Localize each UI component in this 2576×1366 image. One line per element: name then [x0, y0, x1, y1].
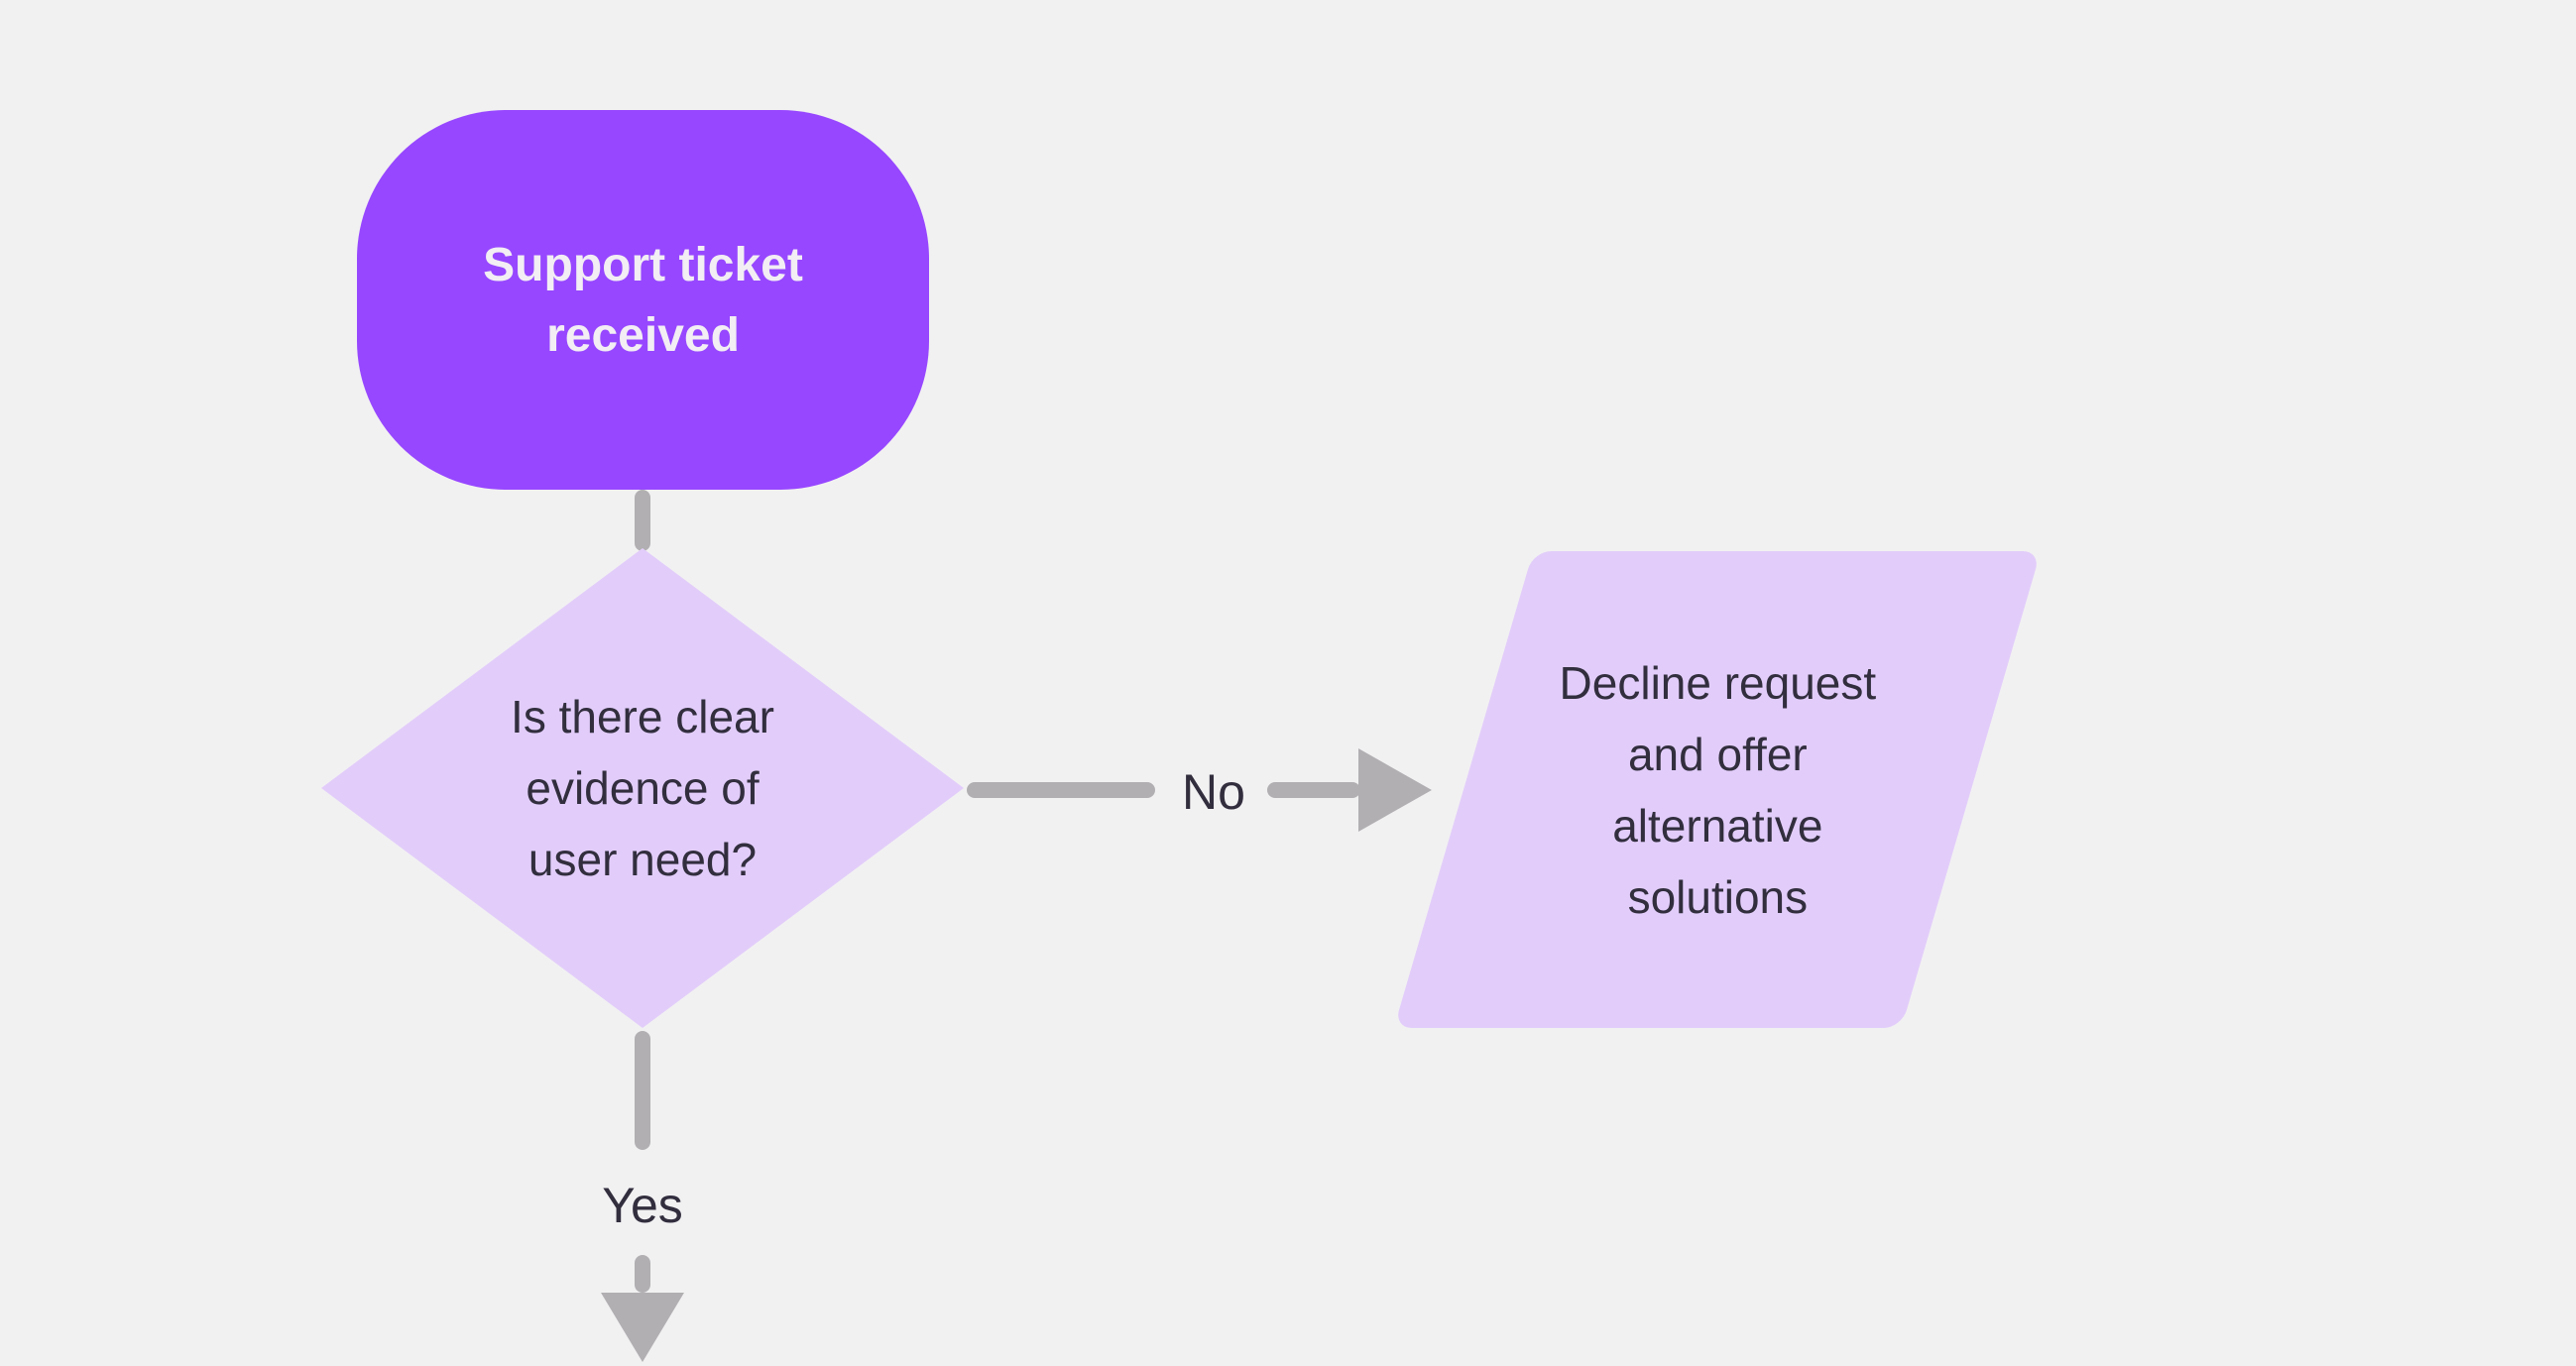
edge-no-arrowhead-icon [1358, 748, 1432, 832]
edge-yes-arrowhead-icon [601, 1293, 684, 1362]
node-decision-diamond: Is there clear evidence of user need? [321, 548, 964, 1028]
node-start-label: Support ticket received [483, 238, 803, 362]
edge-yes-segment-1 [635, 1031, 650, 1150]
edge-no-segment-2 [1267, 782, 1360, 798]
edge-yes-label: Yes [602, 1178, 683, 1233]
edge-start-to-decision [635, 490, 650, 551]
edge-no-segment-1 [967, 782, 1155, 798]
edge-yes-segment-2 [635, 1255, 650, 1293]
node-decline-parallelogram: Decline request and offer alternative so… [1393, 551, 2042, 1028]
edge-no-label: No [1182, 764, 1245, 820]
node-start-terminator: Support ticket received [357, 110, 929, 490]
node-decision-label: Is there clear evidence of user need? [511, 691, 774, 885]
node-decline-label: Decline request and offer alternative so… [1559, 656, 1876, 923]
